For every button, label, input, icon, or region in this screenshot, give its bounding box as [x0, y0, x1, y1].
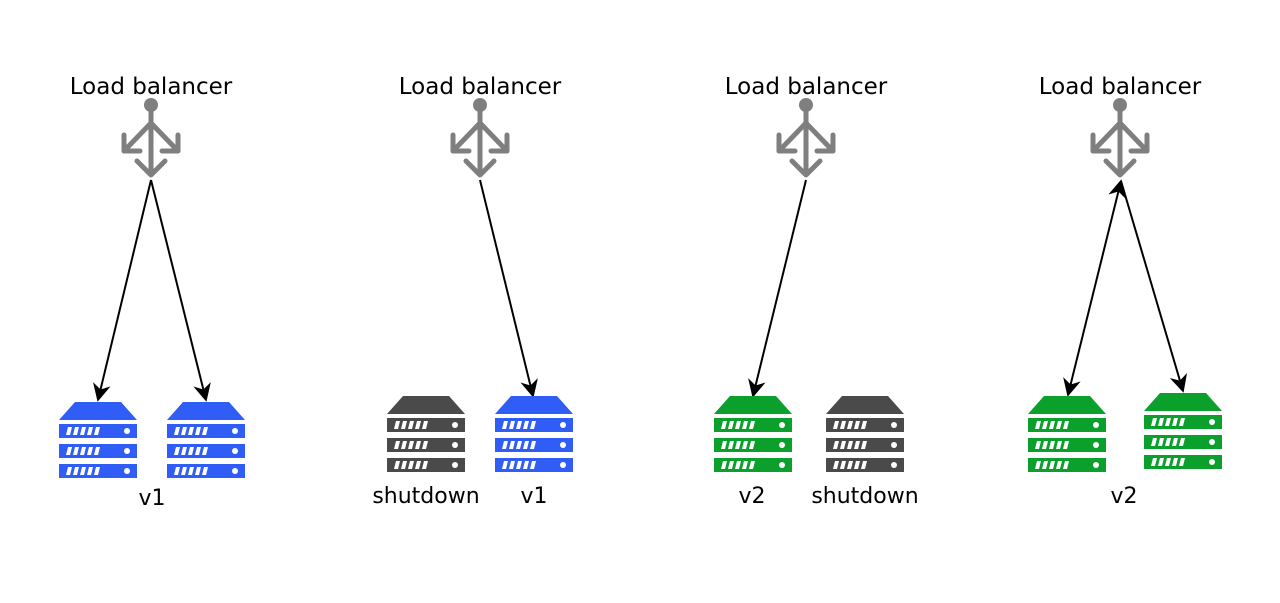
load-balancer-label: Load balancer	[1039, 74, 1202, 100]
load-balancer-label: Load balancer	[725, 74, 888, 100]
load-balancer-icon	[1090, 98, 1150, 178]
load-balancer-label: Load balancer	[70, 74, 233, 100]
server-icon	[1144, 393, 1222, 469]
panel-1: Load balancer v1	[59, 74, 245, 511]
server-icon	[59, 402, 137, 478]
server-icon	[1028, 396, 1106, 472]
load-balancer-label: Load balancer	[399, 74, 562, 100]
server-icon	[714, 396, 792, 472]
server-version-label: v1	[520, 484, 547, 509]
panel-3: Load balancer v2 shutdown	[714, 74, 919, 509]
traffic-arrow	[1063, 179, 1126, 397]
server-version-label: v1	[138, 486, 165, 511]
traffic-arrow	[93, 179, 152, 402]
panel-4: Load balancer v2	[1028, 74, 1222, 509]
server-icon	[387, 396, 465, 472]
server-version-label: v2	[1110, 484, 1137, 509]
load-balancer-icon	[121, 98, 181, 178]
server-icon	[495, 396, 573, 472]
server-icon	[826, 396, 904, 472]
load-balancer-icon	[776, 98, 836, 178]
traffic-arrow	[748, 179, 807, 398]
server-icon	[167, 402, 245, 478]
server-shutdown-label: shutdown	[811, 484, 918, 509]
server-version-label: v2	[738, 484, 765, 509]
traffic-arrow	[150, 179, 211, 402]
load-balancer-icon	[450, 98, 510, 178]
traffic-arrow	[479, 179, 538, 398]
panel-2: Load balancer shutdown v1	[372, 74, 573, 509]
server-shutdown-label: shutdown	[372, 484, 479, 509]
traffic-arrow	[1120, 180, 1188, 393]
